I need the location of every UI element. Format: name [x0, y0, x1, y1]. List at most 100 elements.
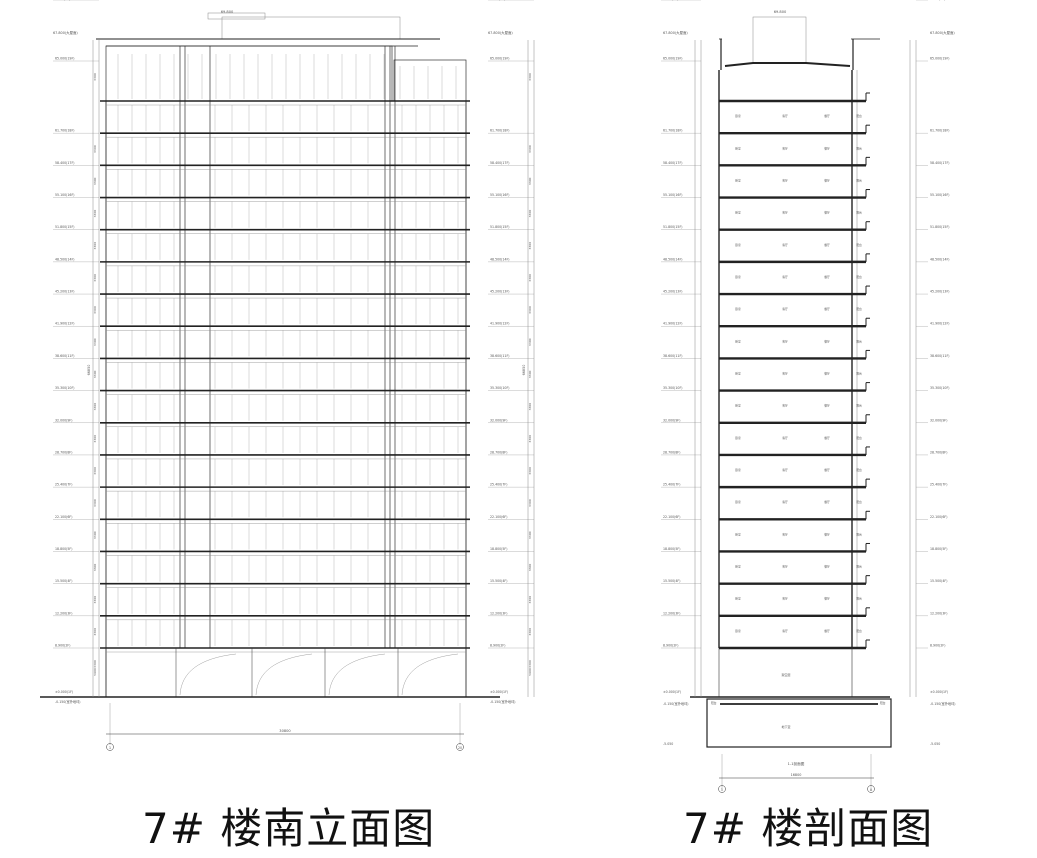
room-label: 阳台 [856, 211, 862, 215]
basement-room-left: 阳台 [711, 701, 717, 705]
lobby-label: 架空层 [781, 672, 790, 677]
axis-bubble-left [106, 743, 114, 751]
floor-level-label: 5.600(1F) [663, 0, 678, 1]
basement-box [706, 698, 892, 748]
room-label: 卧室 [735, 307, 741, 311]
storey-dimension: 3300 [93, 306, 97, 314]
floor-level-label: 18.800(5F) [663, 547, 681, 551]
room-label: 餐厅 [824, 243, 830, 247]
room-label: 客厅 [782, 178, 788, 182]
storey-dimension: 3300 [528, 210, 532, 218]
room-label: 客厅 [782, 629, 788, 633]
floor-level-label: 55.100(16F) [490, 193, 510, 197]
storey-dimension: 3300 [93, 596, 97, 604]
storey-dimension: 3300 [528, 564, 532, 572]
room-label: 餐厅 [824, 178, 830, 182]
storey-dimension: 3300 [93, 564, 97, 572]
floor-level-label: 38.600(11F) [490, 354, 510, 358]
floor-level-label: 41.900(12F) [55, 322, 75, 326]
floor-level-label: 22.100(6F) [490, 515, 508, 519]
room-label: 餐厅 [824, 114, 830, 118]
room-label: 卧室 [735, 597, 741, 601]
floor-level-label: 41.900(12F) [930, 322, 950, 326]
room-label: 餐厅 [824, 339, 830, 343]
storey-dimension: 3300 [528, 371, 532, 379]
floor-level-label: 61.700(18F) [55, 129, 75, 133]
room-label: 卧室 [735, 339, 741, 343]
top-floor-bay [105, 45, 393, 102]
storey-dimension: 3300 [93, 499, 97, 507]
room-label: 阳台 [856, 629, 862, 633]
room-label: 餐厅 [824, 275, 830, 279]
ground-level-label: ±0.000(1F) [55, 690, 73, 694]
storey-dimension: 3300 [528, 177, 532, 185]
floor-level-label: 8.900(2F) [490, 644, 505, 648]
floor-level-label: 18.800(5F) [490, 547, 508, 551]
section-title: 1-1剖面图 [788, 761, 805, 766]
room-label: 餐厅 [824, 372, 830, 376]
storey-dimension: 3300 [93, 242, 97, 250]
room-label: 客厅 [782, 372, 788, 376]
floor-level-label: 65.000(19F) [490, 57, 510, 61]
floor-level-label: 65.000(19F) [55, 57, 75, 61]
floor-level-label: 61.700(18F) [490, 129, 510, 133]
storey-dimension: 3300 [93, 403, 97, 411]
basement-level-label: -5.050 [663, 742, 673, 746]
storey-dimension: 3300 [93, 73, 97, 81]
total-height-dimension: 66850 [87, 365, 91, 376]
floor-level-label: 25.400(7F) [55, 483, 73, 487]
storey-dimension: 3300 [527, 0, 535, 1]
room-label: 阳台 [856, 146, 862, 150]
room-label: 餐厅 [824, 500, 830, 504]
axis-bubble-right [867, 785, 875, 793]
floor-level-label: 41.900(12F) [490, 322, 510, 326]
room-label: 阳台 [856, 565, 862, 569]
room-label: 客厅 [782, 275, 788, 279]
storey-dimension: 3300 [92, 0, 100, 1]
floor-level-label: 12.200(3F) [490, 611, 508, 615]
storey-dimension: 3300 [528, 242, 532, 250]
ground-storey-dimension: 5600 [93, 668, 97, 676]
floor-level-label: 18.800(5F) [930, 547, 948, 551]
section-caption: 7# 楼剖面图 [683, 804, 934, 853]
room-label: 客厅 [782, 436, 788, 440]
storey-dimension: 3300 [528, 338, 532, 346]
storey-dimension: 3300 [528, 531, 532, 539]
parapet-level-label: 69.800 [221, 10, 234, 14]
floor-level-label: 55.100(16F) [55, 193, 75, 197]
storey-dimension: 3300 [93, 660, 97, 668]
floor-level-label: 15.500(4F) [55, 579, 73, 583]
room-label: 餐厅 [824, 597, 830, 601]
room-label: 阳台 [856, 468, 862, 472]
axis-bubble-right [456, 743, 464, 751]
floor-level-label: 8.900(2F) [930, 644, 945, 648]
storey-dimension: 3300 [93, 628, 97, 636]
room-label: 客厅 [782, 404, 788, 408]
roof-stair-box [207, 12, 266, 20]
storey-dimension: 3300 [528, 596, 532, 604]
floor-level-label: 45.200(13F) [930, 290, 950, 294]
storey-dimension: 3300 [93, 177, 97, 185]
room-label: 阳台 [856, 307, 862, 311]
floor-level-label: 28.700(8F) [663, 450, 681, 454]
storey-dimension: 3300 [93, 145, 97, 153]
ground-level-label: ±0.000(1F) [930, 690, 948, 694]
outdoor-level-label: -0.150(室外地坪) [490, 699, 516, 704]
storey-dimension: 3300 [528, 660, 532, 668]
room-label: 卧室 [735, 243, 741, 247]
storey-dimension: 3300 [528, 274, 532, 282]
basement-level-label: -5.050 [930, 742, 940, 746]
storey-dimension: 3300 [93, 467, 97, 475]
total-width-dimension: 16800 [791, 773, 802, 777]
floor-level-label: 55.100(16F) [663, 193, 683, 197]
room-label: 客厅 [782, 243, 788, 247]
floor-level-label: 51.800(15F) [930, 225, 950, 229]
room-label: 阳台 [856, 500, 862, 504]
floor-level-label: 15.500(4F) [490, 579, 508, 583]
room-label: 卧室 [735, 178, 741, 182]
room-label: 客厅 [782, 565, 788, 569]
outdoor-level-label: -0.150(室外地坪) [663, 701, 689, 706]
room-label: 卧室 [735, 275, 741, 279]
floor-level-label: 45.200(13F) [490, 290, 510, 294]
floor-level-label: 45.200(13F) [663, 290, 683, 294]
